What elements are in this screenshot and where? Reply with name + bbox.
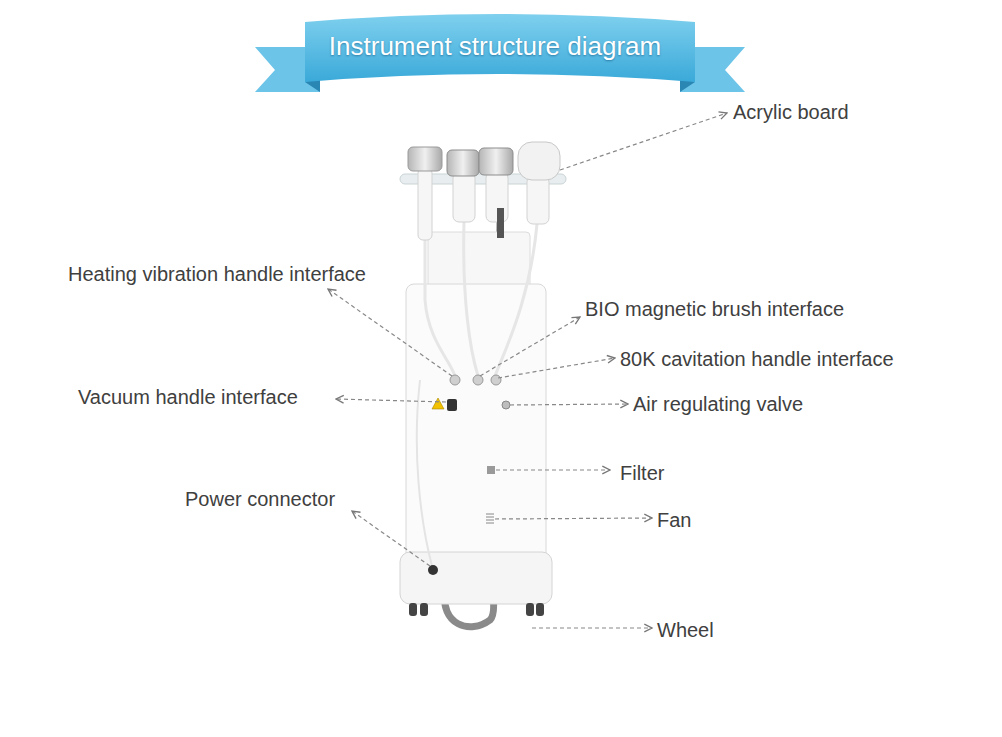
leader-line	[496, 469, 610, 470]
handle-head	[447, 150, 479, 176]
handle-body	[418, 168, 432, 240]
interface-socket	[473, 375, 483, 385]
handle-head	[479, 148, 513, 175]
interface-socket	[450, 375, 460, 385]
part-label: Air regulating valve	[633, 392, 803, 416]
warning-sign	[432, 398, 444, 409]
handle-head	[518, 142, 560, 180]
wheel	[536, 603, 544, 616]
leader-line	[328, 289, 452, 376]
base	[400, 552, 552, 604]
part-label: Acrylic board	[733, 100, 849, 124]
leader-line	[495, 518, 652, 519]
part-label: Filter	[620, 461, 664, 485]
leader-line	[480, 317, 580, 376]
handle-cable	[464, 222, 478, 376]
wheel	[409, 603, 417, 616]
diagram-title: Instrument structure diagram	[305, 30, 685, 62]
leader-line	[352, 511, 430, 566]
handle-cable	[495, 224, 537, 376]
title-holder: Instrument structure diagram	[305, 30, 685, 62]
fan-grille	[486, 514, 494, 523]
handle-cable	[425, 238, 455, 376]
leader-line	[532, 627, 652, 628]
part-label: BIO magnetic brush interface	[585, 297, 844, 321]
power-socket	[428, 565, 438, 575]
interface-socket	[491, 375, 501, 385]
leader-line	[560, 113, 727, 170]
part-label: 80K cavitation handle interface	[620, 347, 894, 371]
handle-head	[408, 147, 442, 171]
part-label: Wheel	[657, 618, 714, 642]
filter-part	[487, 466, 495, 474]
hose-connector	[497, 208, 504, 238]
handle-body	[453, 172, 475, 222]
power-cable	[417, 380, 432, 566]
part-label: Power connector	[185, 487, 335, 511]
part-label: Heating vibration handle interface	[68, 262, 366, 286]
leader-line	[336, 399, 446, 402]
handle-body	[527, 176, 549, 224]
leader-line	[498, 358, 615, 378]
valve-knob	[502, 401, 510, 409]
part-label: Fan	[657, 508, 691, 532]
ribbon-band	[305, 14, 695, 82]
cabinet	[406, 284, 546, 564]
leader-lines	[328, 113, 727, 628]
leader-line	[510, 404, 628, 405]
wheel	[420, 603, 428, 616]
vacuum-socket	[447, 399, 457, 411]
part-label: Vacuum handle interface	[78, 385, 298, 409]
wheel	[526, 603, 534, 616]
